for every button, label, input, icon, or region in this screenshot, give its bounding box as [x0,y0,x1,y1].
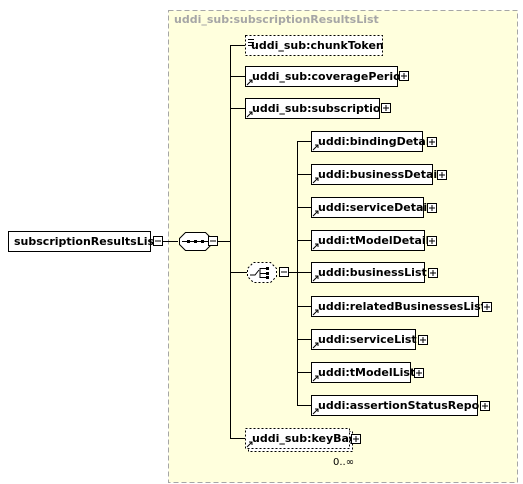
choice-compositor-icon [247,262,277,283]
choice-item-label: uddi:bindingDetail [318,135,433,148]
root-element-label: subscriptionResultsList [14,235,159,248]
key-bag-occurrence: 0..∞ [333,457,354,468]
reference-arrow-icon [312,275,319,282]
choice-item-label: uddi:tModelDetail [318,234,429,247]
subscription-element[interactable]: uddi_sub:subscription [245,98,389,119]
key-bag-expand-toggle[interactable] [351,434,361,444]
choice-item-service-list[interactable]: uddi:serviceList [311,329,417,350]
reference-arrow-icon [312,309,319,316]
business-detail-expand-toggle[interactable] [437,170,447,180]
sequence-compositor-icon [179,232,212,251]
choice-item-business-detail[interactable]: uddi:businessDetail [311,164,441,185]
tmodel-list-expand-toggle[interactable] [414,368,424,378]
tmodel-detail-expand-toggle[interactable] [427,236,437,246]
related-businesses-list-expand-toggle[interactable] [482,302,492,312]
choice-item-business-list[interactable]: uddi:businessList [311,262,427,283]
choice-item-tmodel-detail[interactable]: uddi:tModelDetail [311,230,430,251]
choice-item-label: uddi:relatedBusinessesList [318,300,486,313]
reference-arrow-icon [246,111,253,118]
service-list-expand-toggle[interactable] [418,335,428,345]
subscription-expand-toggle[interactable] [381,103,391,113]
chunk-token-element[interactable]: uddi_sub:chunkToken [245,35,384,56]
business-list-expand-toggle[interactable] [428,268,438,278]
choice-item-label: uddi:tModelList [318,366,415,379]
root-collapse-toggle[interactable] [153,236,163,246]
assertion-status-report-expand-toggle[interactable] [480,401,490,411]
sequence-collapse-toggle[interactable] [208,236,218,246]
chunk-token-label: uddi_sub:chunkToken [251,39,384,52]
service-detail-expand-toggle[interactable] [427,203,437,213]
reference-arrow-icon [312,243,319,250]
reference-arrow-icon [312,210,319,217]
choice-item-label: uddi:serviceDetail [318,201,431,214]
choice-item-related-businesses-list[interactable]: uddi:relatedBusinessesList [311,296,486,317]
choice-item-label: uddi:businessDetail [318,168,441,181]
reference-arrow-icon [312,375,319,382]
root-element-box[interactable]: subscriptionResultsList [8,231,160,252]
choice-collapse-toggle[interactable] [279,267,289,277]
choice-item-tmodel-list[interactable]: uddi:tModelList [311,362,416,383]
type-group-title: uddi_sub:subscriptionResultsList [174,13,379,26]
choice-item-binding-detail[interactable]: uddi:bindingDetail [311,131,434,152]
subscription-label: uddi_sub:subscription [252,102,388,115]
coverage-period-expand-toggle[interactable] [399,71,409,81]
reference-arrow-icon [312,408,319,415]
coverage-period-element[interactable]: uddi_sub:coveragePeriod [245,66,409,87]
reference-arrow-icon [312,177,319,184]
reference-arrow-icon [246,79,253,86]
choice-item-label: uddi:assertionStatusReport [318,399,490,412]
choice-item-service-detail[interactable]: uddi:serviceDetail [311,197,431,218]
binding-detail-expand-toggle[interactable] [427,137,437,147]
choice-item-label: uddi:businessList [318,266,427,279]
connector-lines [163,45,311,439]
reference-arrow-icon [312,342,319,349]
coverage-period-label: uddi_sub:coveragePeriod [252,70,409,83]
key-bag-element[interactable]: uddi_sub:keyBag [245,428,357,452]
reference-arrow-icon [246,441,253,448]
reference-arrow-icon [312,144,319,151]
choice-item-assertion-status-report[interactable]: uddi:assertionStatusReport [311,395,490,416]
choice-item-label: uddi:serviceList [318,333,417,346]
key-bag-label: uddi_sub:keyBag [252,432,357,445]
